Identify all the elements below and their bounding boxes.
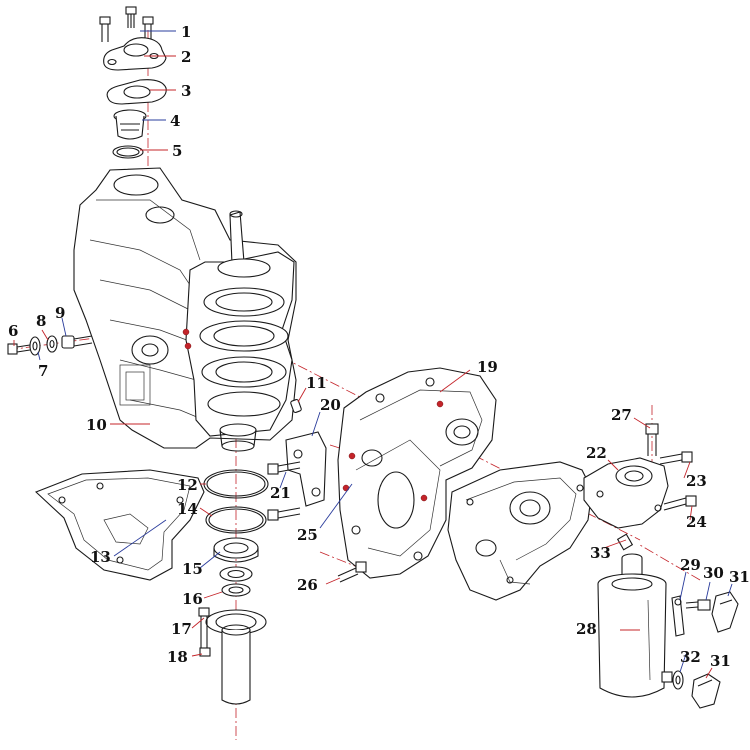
- o-ring-part-14: [205, 506, 267, 534]
- callout-7: 7: [38, 362, 48, 380]
- thermostat-stack: [99, 6, 167, 159]
- bolt-part-23: [659, 451, 693, 465]
- bolt-part-6: [7, 343, 31, 355]
- o-ring-part-5: [112, 145, 144, 159]
- callout-31-upper: 31: [729, 568, 750, 586]
- bolt-part-26: [337, 561, 367, 583]
- bolt-part-30: [685, 599, 711, 611]
- side-fittings: [7, 335, 93, 356]
- callout-3: 3: [181, 82, 191, 100]
- callout-28: 28: [576, 620, 597, 638]
- cylinder-block-part-10: [73, 167, 297, 452]
- dowel-pin-part-11: [290, 399, 302, 413]
- leader-lines: [13, 30, 733, 679]
- lower-seals: [198, 469, 269, 705]
- callout-18: 18: [167, 648, 188, 666]
- thermostat-part-4: [113, 109, 147, 140]
- callout-26: 26: [297, 576, 318, 594]
- callout-15: 15: [182, 560, 203, 578]
- thermostat-cover-part-2: [103, 37, 167, 71]
- callout-11: 11: [306, 374, 327, 392]
- callout-33: 33: [590, 544, 611, 562]
- bracket-part-20: [285, 431, 327, 507]
- bolt-part-18: [198, 607, 211, 657]
- callout-19: 19: [477, 358, 498, 376]
- collar-part-33: [616, 533, 634, 551]
- callout-27: 27: [611, 406, 632, 424]
- callout-20: 20: [320, 396, 341, 414]
- cap-part-31-upper: [711, 591, 739, 633]
- starter-bracket-part-22: [583, 457, 669, 529]
- callout-29: 29: [680, 556, 701, 574]
- starter-motor-part-28: [597, 553, 667, 698]
- crankcase-part-25: [337, 367, 497, 579]
- callout-16: 16: [182, 590, 203, 608]
- callout-14: 14: [177, 500, 198, 518]
- washer-part-8: [46, 335, 58, 353]
- bolt-part-1: [99, 6, 154, 42]
- callout-13: 13: [90, 548, 111, 566]
- case-part-19: [447, 461, 593, 601]
- callout-2: 2: [181, 48, 191, 66]
- callout-4: 4: [170, 112, 180, 130]
- washer-part-7: [29, 336, 41, 356]
- callout-12: 12: [177, 476, 198, 494]
- callout-6: 6: [8, 322, 18, 340]
- terminal-part-29: [671, 595, 685, 637]
- callout-8: 8: [36, 312, 46, 330]
- callout-32: 32: [680, 648, 701, 666]
- callout-23: 23: [686, 472, 707, 490]
- oil-seal-part-15: [213, 537, 259, 563]
- callout-5: 5: [172, 142, 182, 160]
- cap-part-31-lower: [691, 673, 721, 709]
- washer-part-32: [661, 670, 684, 690]
- plug-part-9: [61, 335, 93, 349]
- bolt-part-24: [663, 495, 697, 511]
- seal-housing-part-17: [205, 609, 267, 705]
- callout-25: 25: [297, 526, 318, 544]
- callout-10: 10: [86, 416, 107, 434]
- gasket-part-3: [106, 79, 167, 105]
- callout-30: 30: [703, 564, 724, 582]
- bolt-part-21: [267, 461, 301, 521]
- callout-24: 24: [686, 513, 707, 531]
- crankshaft: [199, 210, 289, 452]
- gasket-part-13: [34, 469, 205, 581]
- callout-9: 9: [55, 304, 65, 322]
- callout-1: 1: [181, 23, 191, 41]
- bearing-part-16: [219, 566, 253, 597]
- callout-21: 21: [270, 484, 291, 502]
- bolt-part-27: [645, 423, 659, 456]
- callout-22: 22: [586, 444, 607, 462]
- callout-17: 17: [171, 620, 192, 638]
- callout-31-lower: 31: [710, 652, 731, 670]
- callout-labels: 1 2 3 4 5 6 7 8 9 10 11 12 13 14 15 16 1…: [8, 23, 750, 670]
